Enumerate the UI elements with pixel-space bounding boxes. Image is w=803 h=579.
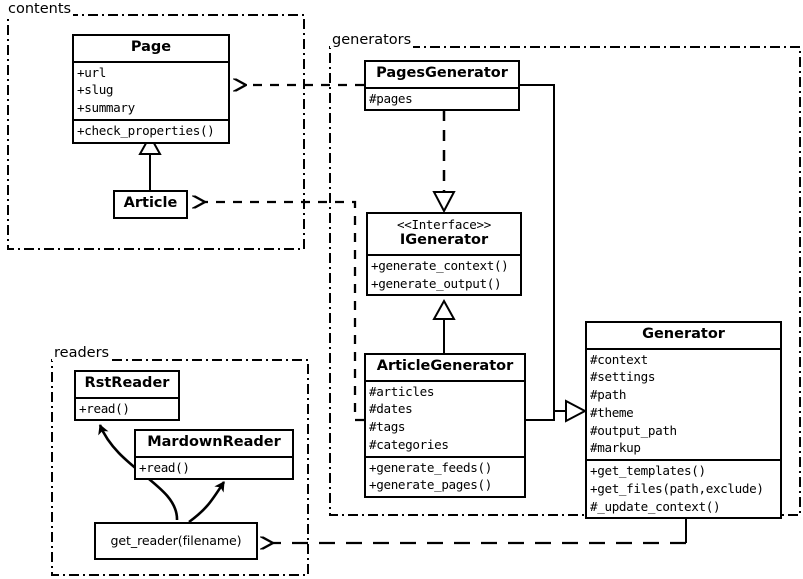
relation-pagesgenerator-to-generator [520,84,566,412]
class-attribute: #articles [369,383,435,399]
class-attribute: #markup [590,440,641,456]
class-attribute: #theme [590,404,634,420]
class-method: +generate_context() [371,257,509,273]
package-label-contents: contents [6,1,74,17]
class-attribute: #dates [369,401,413,417]
class-attributes-generator: #context #settings #path #theme #output_… [587,347,780,460]
class-attributes-article-generator: #articles #dates #tags #categories [366,379,524,456]
class-title-article-generator: ArticleGenerator [376,358,514,374]
class-methods-igenerator: +generate_context() +generate_output() [368,253,520,295]
class-attribute: +summary [77,100,135,116]
class-attribute: +slug [77,82,114,98]
class-attribute: #context [590,351,648,367]
class-methods-rst-reader: +read() [76,396,178,420]
class-title-article: Article [123,195,178,211]
class-box-igenerator[interactable]: <<Interface>> IGenerator +generate_conte… [366,212,522,297]
package-label-readers: readers [52,345,112,361]
function-box-get-reader[interactable]: get_reader(filename) [94,522,258,560]
class-title-generator: Generator [642,326,725,342]
relation-articlegenerator-uses-article [205,202,364,422]
class-title-pages-generator: PagesGenerator [376,65,508,81]
class-box-rst-reader[interactable]: RstReader +read() [74,370,180,422]
class-attribute: #pages [369,90,413,106]
class-method: +get_templates() [590,463,706,479]
class-methods-article-generator: +generate_feeds() +generate_pages() [366,455,524,497]
relation-article-to-page [138,133,162,190]
class-box-article[interactable]: Article [113,190,188,219]
package-frame-generators [329,46,801,516]
class-title-rst-reader: RstReader [84,375,170,391]
class-box-article-generator[interactable]: ArticleGenerator #articles #dates #tags … [364,353,526,499]
class-attribute: #settings [590,369,656,385]
relation-articlegenerator-to-igenerator [432,298,456,355]
class-attribute: +url [77,64,106,80]
class-method: +read() [139,459,190,475]
class-methods-generator: +get_templates() +get_files(path,exclude… [587,459,780,517]
relation-get-reader-to-mardownreader [188,481,226,524]
class-methods-mardown-reader: +read() [136,455,292,479]
class-attributes-pages-generator: #pages [366,86,518,110]
package-frame-contents [7,14,305,250]
class-box-generator[interactable]: Generator #context #settings #path #them… [585,321,782,520]
class-attribute: #categories [369,436,449,452]
class-title-mardown-reader: MardownReader [147,434,281,450]
class-method: +generate_output() [371,275,502,291]
class-title-igenerator: <<Interface>> IGenerator [368,214,520,254]
relation-pagesgenerator-to-igenerator [432,110,456,214]
class-method: +generate_feeds() [369,459,492,475]
class-method: +generate_pages() [369,477,492,493]
class-method: +get_files(path,exclude) [590,480,764,496]
function-label-get-reader: get_reader(filename) [110,533,242,549]
class-methods-page: +check_properties() [74,118,228,142]
class-method: #_update_context() [590,498,721,514]
class-box-page[interactable]: Page +url +slug +summary +check_properti… [72,34,230,144]
class-method: +read() [79,400,130,416]
class-attributes-page: +url +slug +summary [74,60,228,119]
class-method: +check_properties() [77,122,215,138]
class-stereotype-igenerator: <<Interface>> [397,217,491,232]
class-attribute: #output_path [590,422,677,438]
relation-articlegenerator-to-generator [526,399,588,423]
class-box-pages-generator[interactable]: PagesGenerator #pages [364,60,520,112]
package-frame-readers [51,359,309,576]
class-title-page: Page [130,39,172,55]
class-attribute: #path [590,387,627,403]
class-attribute: #tags [369,419,406,435]
class-name-igenerator: IGenerator [399,232,489,249]
class-box-mardown-reader[interactable]: MardownReader +read() [134,429,294,481]
package-label-generators: generators [330,32,414,48]
